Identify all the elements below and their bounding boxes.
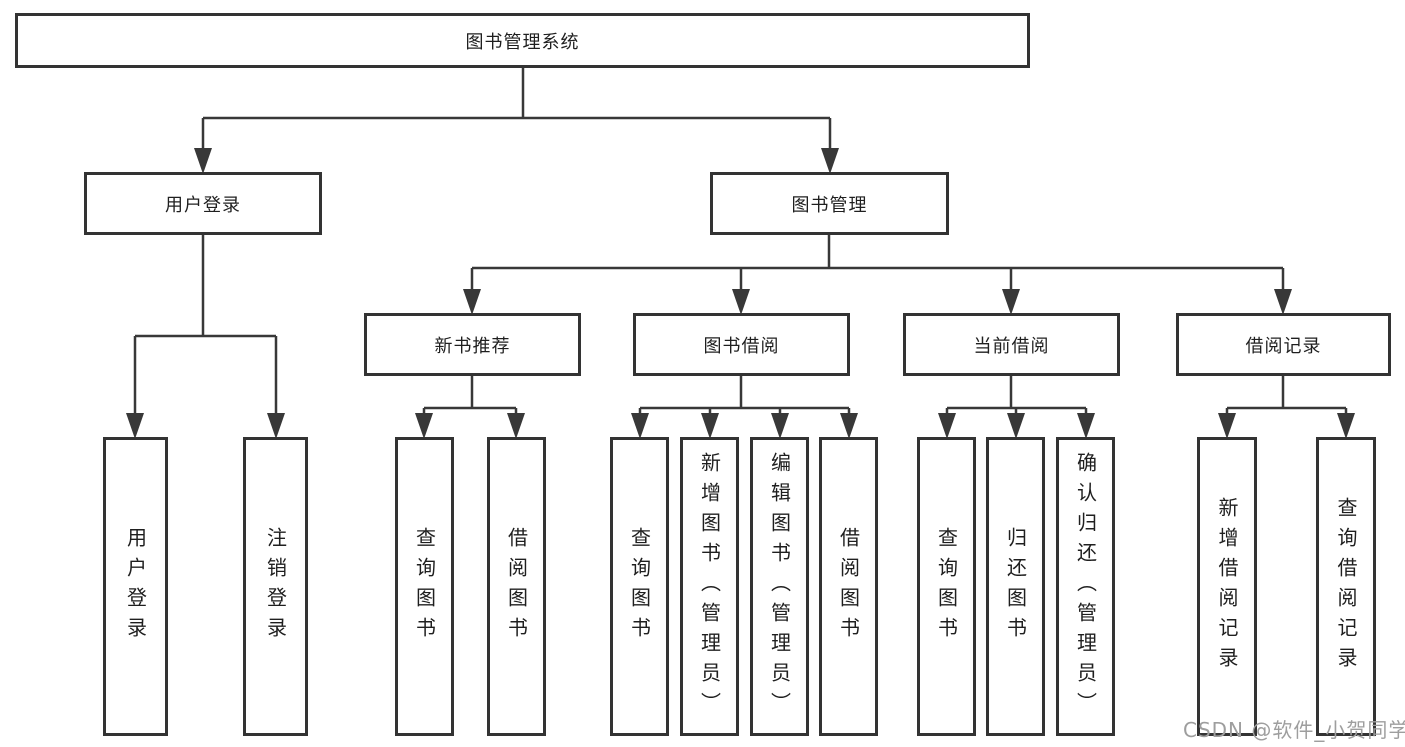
node-book-borrow: 图书借阅 — [633, 313, 850, 376]
node-leaf-bb-edit-books-admin: 编辑图书（管理员） — [750, 437, 809, 736]
node-borrow-records: 借阅记录 — [1176, 313, 1391, 376]
node-leaf-user-login: 用户登录 — [103, 437, 168, 736]
node-leaf-br-query-record: 查询借阅记录 — [1316, 437, 1376, 736]
node-leaf-bb-query-books: 查询图书 — [610, 437, 669, 736]
node-book-management-label: 图书管理 — [791, 194, 868, 216]
node-leaf-cb-return-books: 归还图书 — [986, 437, 1045, 736]
connector-user-login-children — [126, 235, 285, 439]
node-leaf-user-login-label: 用户登录 — [123, 526, 148, 647]
node-leaf-br-add-record-label: 新增借阅记录 — [1215, 496, 1239, 677]
node-leaf-cb-query-books: 查询图书 — [917, 437, 976, 736]
node-leaf-cb-return-books-label: 归还图书 — [1003, 526, 1028, 647]
node-leaf-cb-query-books-label: 查询图书 — [934, 526, 959, 647]
node-root-label: 图书管理系统 — [465, 31, 580, 53]
node-new-book-recommend-label: 新书推荐 — [434, 335, 511, 357]
node-current-borrow: 当前借阅 — [903, 313, 1120, 376]
node-leaf-nbr-borrow-books: 借阅图书 — [487, 437, 546, 736]
node-user-login: 用户登录 — [84, 172, 322, 235]
node-new-book-recommend: 新书推荐 — [364, 313, 581, 376]
connector-borrow-records-children — [1218, 376, 1355, 439]
connector-root-to-level2 — [194, 68, 839, 174]
node-leaf-cb-confirm-return-admin-label: 确认归还（管理员） — [1073, 451, 1098, 722]
connector-book-management-children — [463, 235, 1292, 315]
node-leaf-bb-edit-books-admin-label: 编辑图书（管理员） — [767, 451, 792, 722]
node-book-management: 图书管理 — [710, 172, 949, 235]
node-leaf-bb-add-books-admin-label: 新增图书（管理员） — [697, 451, 722, 722]
connector-new-book-recommend-children — [415, 376, 525, 439]
node-leaf-cb-confirm-return-admin: 确认归还（管理员） — [1056, 437, 1115, 736]
node-borrow-records-label: 借阅记录 — [1245, 335, 1322, 357]
node-user-login-label: 用户登录 — [165, 194, 241, 216]
node-leaf-nbr-query-books: 查询图书 — [395, 437, 454, 736]
node-current-borrow-label: 当前借阅 — [973, 335, 1050, 357]
watermark: CSDN @软件_小贺同学 — [1183, 718, 1405, 742]
node-leaf-logout: 注销登录 — [243, 437, 308, 736]
connector-book-borrow-children — [631, 376, 858, 439]
node-leaf-nbr-borrow-books-label: 借阅图书 — [504, 526, 529, 647]
node-leaf-br-add-record: 新增借阅记录 — [1197, 437, 1257, 736]
node-leaf-bb-borrow-books-label: 借阅图书 — [836, 526, 861, 647]
node-leaf-bb-query-books-label: 查询图书 — [627, 526, 652, 647]
connector-current-borrow-children — [938, 376, 1095, 439]
node-book-borrow-label: 图书借阅 — [703, 335, 780, 357]
node-leaf-bb-borrow-books: 借阅图书 — [819, 437, 878, 736]
node-leaf-br-query-record-label: 查询借阅记录 — [1334, 496, 1358, 677]
node-leaf-logout-label: 注销登录 — [263, 526, 288, 647]
node-leaf-nbr-query-books-label: 查询图书 — [412, 526, 437, 647]
node-root: 图书管理系统 — [15, 13, 1030, 68]
node-leaf-bb-add-books-admin: 新增图书（管理员） — [680, 437, 739, 736]
